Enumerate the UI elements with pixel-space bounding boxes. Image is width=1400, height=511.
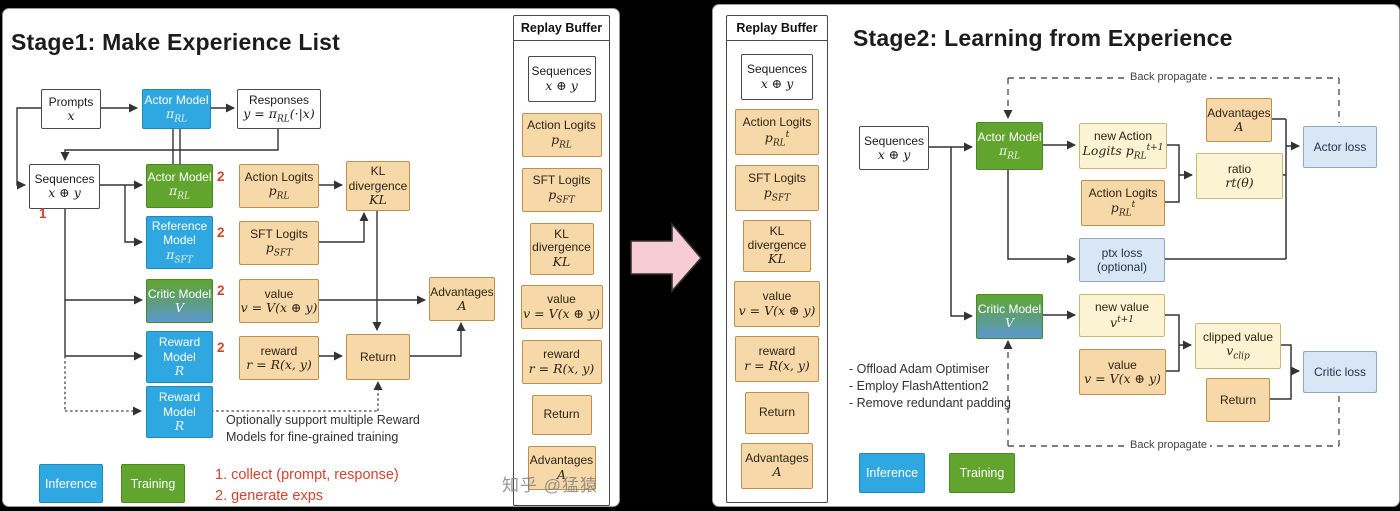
actor-loss-box: Actor loss (1303, 126, 1377, 168)
step2-marker-value: 2 (217, 283, 225, 298)
reference-model-box: Reference Model πSFT (146, 216, 213, 269)
stage-transition-arrow (626, 218, 706, 303)
legend-training: Training (121, 464, 185, 503)
replay-buffer-title-s2: Replay Buffer (727, 16, 827, 41)
step1-marker: 1 (39, 206, 47, 221)
back-propagate-label-bottom: Back propagate (1127, 439, 1211, 451)
replay-action-logits: Action Logits pRL (521, 112, 602, 157)
reward-box: reward r = R(x, y) (239, 336, 319, 380)
step2-marker-reward: 2 (217, 340, 225, 355)
step2-marker-sft: 2 (217, 225, 225, 240)
advantages-box-s2: Advantages A (1206, 98, 1272, 142)
new-action-logits-box: new Action Logits pRLt+1 (1079, 123, 1167, 169)
replay-sft-logits: SFT Logits pSFT (521, 167, 602, 212)
prompts-box: Prompts x (41, 89, 101, 129)
stage2-title: Stage2: Learning from Experience (853, 25, 1233, 51)
value-box-s2: value v = V(x ⊕ y) (1079, 349, 1166, 395)
advantages-box: Advantages A (429, 277, 495, 321)
responses-box: Responses y = πRL(·|x) (237, 89, 321, 129)
critic-loss-box: Critic loss (1303, 351, 1377, 393)
legend-inference-s2: Inference (859, 453, 925, 493)
replay-sequences: Sequences x ⊕ y (527, 55, 596, 102)
stage1-title: Stage1: Make Experience List (11, 29, 341, 55)
new-value-box: new value vt+1 (1079, 294, 1165, 337)
sequences-box: Sequences x ⊕ y (29, 164, 100, 209)
replay2-return: Return (745, 391, 809, 434)
sequences-box-s2: Sequences x ⊕ y (859, 126, 929, 170)
critic-model-box-s2: Critic Model V (976, 294, 1043, 339)
watermark: 知乎 @猛猿 (502, 476, 598, 495)
kl-divergence-box: KL divergence KL (346, 161, 410, 211)
stage2-panel: Stage2: Learning from Experience Back pr… (712, 4, 1400, 507)
reward-model2-box: Reward Model R (146, 386, 213, 438)
red-steps-note: 1. collect (prompt, response) 2. generat… (215, 467, 399, 505)
value-box: value v = V(x ⊕ y) (239, 279, 319, 323)
legend-inference: Inference (39, 464, 103, 503)
replay2-kl: KL divergence KL (743, 219, 811, 272)
actor-model-box: Actor Model πRL (146, 164, 213, 208)
replay-buffer-title: Replay Buffer (514, 16, 609, 41)
ptx-loss-box: ptx loss (optional) (1079, 238, 1165, 282)
replay-buffer-items: Sequences x ⊕ y Action Logits pRL SFT Lo… (514, 41, 609, 505)
replay-reward: reward r = R(x, y) (521, 340, 602, 385)
replay2-reward: reward r = R(x, y) (735, 336, 819, 383)
return-box: Return (346, 334, 410, 380)
stage1-panel: Stage1: Make Experience List Prompts x A… (2, 8, 620, 507)
replay-buffer-stage1: Replay Buffer Sequences x ⊕ y Action Log… (513, 15, 610, 506)
replay-advantages: Advantages A (527, 446, 596, 490)
replay2-sft-logits: SFT Logits pSFT (735, 164, 819, 211)
replay2-value: value v = V(x ⊕ y) (734, 281, 820, 328)
step2-marker-action: 2 (217, 169, 225, 184)
action-logits-box: Action Logits pRL (239, 164, 319, 208)
ratio-box: ratio rt(θ) (1196, 153, 1283, 199)
replay2-action-logits: Action Logits pRLt (735, 109, 819, 156)
replay2-advantages: Advantages A (741, 442, 813, 489)
sft-logits-box: SFT Logits pSFT (239, 221, 319, 265)
action-logits-box-s2: Action Logits pRLt (1081, 180, 1165, 226)
legend-training-s2: Training (949, 453, 1015, 493)
optimization-notes: - Offload Adam Optimiser - Employ FlashA… (849, 362, 1011, 410)
replay-value: value v = V(x ⊕ y) (520, 285, 603, 330)
actor-model-top-box: Actor Model πRL (142, 89, 211, 129)
replay-kl: KL divergence KL (529, 222, 594, 275)
replay-buffer-stage2: Replay Buffer Sequences x ⊕ y Action Log… (726, 15, 828, 503)
critic-model-box: Critic Model V (146, 279, 213, 323)
replay-return: Return (531, 395, 592, 436)
replay-buffer-items-s2: Sequences x ⊕ y Action Logits pRLt SFT L… (727, 41, 827, 502)
return-box-s2: Return (1206, 378, 1270, 422)
clipped-value-box: clipped value vclip (1195, 323, 1281, 369)
replay2-sequences: Sequences x ⊕ y (741, 54, 813, 101)
reward-model-box: Reward Model R (146, 331, 213, 383)
actor-model-box-s2: Actor Model πRL (976, 122, 1043, 170)
optional-reward-note: Optionally support multiple Reward Model… (226, 413, 420, 444)
back-propagate-label-top: Back propagate (1127, 71, 1211, 83)
